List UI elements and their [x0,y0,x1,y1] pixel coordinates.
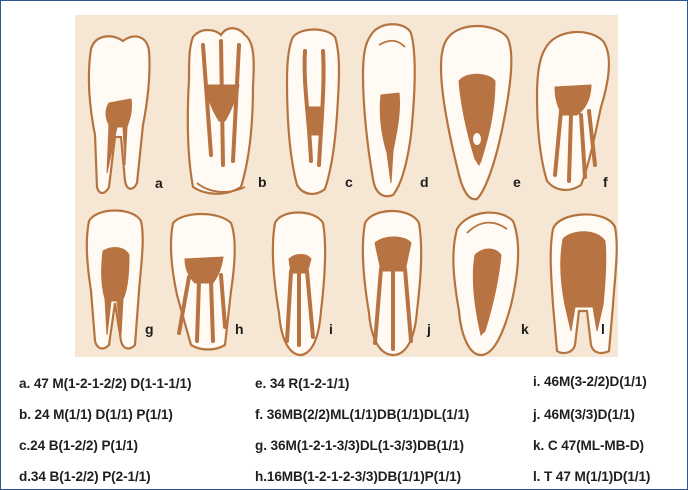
panel-label-j: j [426,321,431,337]
tooth-a [89,36,150,193]
tooth-g [87,211,143,349]
panel-label-d: d [420,174,429,190]
panel-label-l: l [601,321,605,337]
panel-label-a: a [155,175,163,191]
legend-item-i: i. 46M(3-2/2)D(1/1) [533,374,647,389]
panel-label-b: b [258,174,267,190]
tooth-d [363,24,415,196]
legend-item-g: g. 36M(1-2-1-3/3)DL(1-3/3)DB(1/1) [255,438,464,453]
tooth-e [441,26,511,199]
panel-label-c: c [345,174,353,190]
legend-item-a: a. 47 M(1-2-1-2/2) D(1-1-1/1) [19,376,191,391]
tooth-k [453,213,518,355]
legend-item-b: b. 24 M(1/1) D(1/1) P(1/1) [19,407,173,422]
panel-label-g: g [145,321,154,337]
tooth-i [273,213,325,356]
tooth-f [537,32,609,190]
tooth-c [287,30,339,194]
legend-item-j: j. 46M(3/3)D(1/1) [533,407,635,422]
panel-label-h: h [235,321,244,337]
legend-item-f: f. 36MB(2/2)ML(1/1)DB(1/1)DL(1/1) [255,407,469,422]
legend-item-h: h.16MB(1-2-1-2-3/3)DB(1/1)P(1/1) [255,469,461,484]
tooth-h [171,214,235,350]
panel-label-f: f [603,174,608,190]
tooth-illustration-panel: .t { fill: #fffaf3; stroke: #b5743f; str… [75,15,618,357]
tooth-j [363,211,421,355]
legend-item-d: d.34 B(1-2/2) P(2-1/1) [19,469,151,484]
panel-label-k: k [521,321,529,337]
tooth-l [551,214,617,353]
legend-item-k: k. C 47(ML-MB-D) [533,438,644,453]
panel-label-i: i [329,321,333,337]
legend-item-e: e. 34 R(1-2-1/1) [255,376,349,391]
teeth-drawing: .t { fill: #fffaf3; stroke: #b5743f; str… [75,15,618,357]
legend-item-l: l. T 47 M(1/1)D(1/1) [533,469,650,484]
tooth-b [188,28,254,194]
legend-item-c: c.24 B(1-2/2) P(1/1) [19,438,138,453]
panel-label-e: e [513,174,521,190]
